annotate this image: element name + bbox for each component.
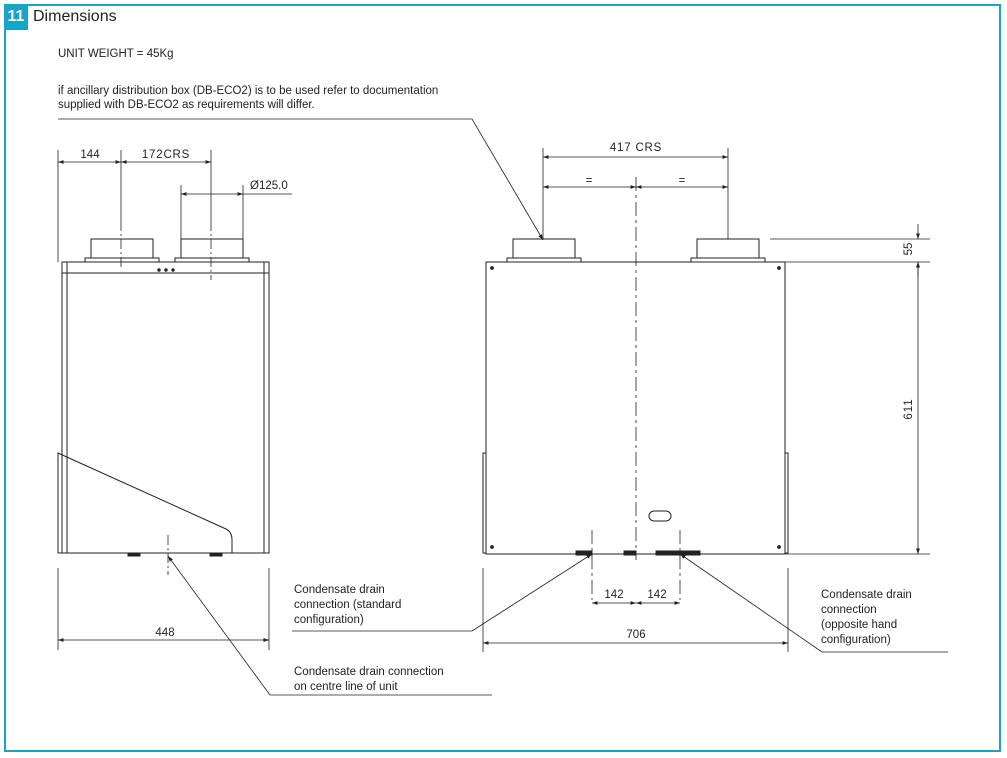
callout-standard-line-3: configuration)	[294, 614, 364, 626]
dim-equal-right: =	[679, 175, 686, 187]
callout-opposite-line-3: (opposite hand	[821, 619, 897, 631]
note-leader	[58, 118, 544, 241]
section-title: Dimensions	[33, 8, 117, 25]
callout-opposite-line-2: connection	[821, 604, 877, 616]
callout-opposite-line-4: configuration)	[821, 634, 891, 646]
dim-706: 706	[626, 629, 645, 641]
dim-417crs: 417 CRS	[610, 142, 662, 154]
front-flue-collar-right	[696, 238, 760, 259]
front-dimensions	[482, 148, 930, 652]
section-number: 11	[4, 4, 28, 30]
front-flue-collar-left	[512, 238, 576, 259]
front-view	[482, 238, 789, 556]
callout-centre-line-1: Condensate drain connection	[294, 666, 444, 678]
dim-172crs: 172CRS	[142, 149, 190, 161]
callout-standard: Condensate drain connection (standard co…	[294, 584, 401, 626]
dim-55: 55	[903, 243, 915, 256]
dim-448: 448	[155, 627, 174, 639]
dim-equal-left: =	[586, 175, 593, 187]
side-flue-collar-right	[180, 238, 244, 259]
figure-frame	[4, 4, 1001, 752]
dim-611: 611	[903, 398, 915, 419]
dim-diameter-125: Ø125.0	[250, 180, 288, 192]
callout-opposite-line-1: Condensate drain	[821, 589, 912, 601]
dim-142-left: 142	[604, 589, 623, 601]
front-handle-slot	[648, 510, 672, 522]
dim-144: 144	[80, 149, 100, 161]
side-flue-collar-left	[90, 238, 154, 259]
callout-standard-line-1: Condensate drain	[294, 584, 385, 596]
dim-142-right: 142	[647, 589, 666, 601]
note-line-2: supplied with DB-ECO2 as requirements wi…	[58, 99, 315, 111]
callout-leaders	[167, 553, 948, 696]
note-line-1: if ancillary distribution box (DB-ECO2) …	[58, 85, 438, 97]
callout-opposite: Condensate drain connection (opposite ha…	[821, 589, 912, 646]
front-body	[485, 261, 786, 555]
side-body	[61, 261, 270, 554]
side-view	[57, 238, 270, 557]
callout-centre: Condensate drain connection on centre li…	[294, 666, 444, 693]
unit-weight: UNIT WEIGHT = 45Kg	[58, 48, 174, 60]
side-centrelines	[120, 221, 212, 575]
callout-standard-line-2: connection (standard	[294, 599, 401, 611]
front-centrelines	[591, 177, 681, 600]
callout-centre-line-2: on centre line of unit	[294, 681, 398, 693]
side-dimensions	[57, 150, 292, 650]
